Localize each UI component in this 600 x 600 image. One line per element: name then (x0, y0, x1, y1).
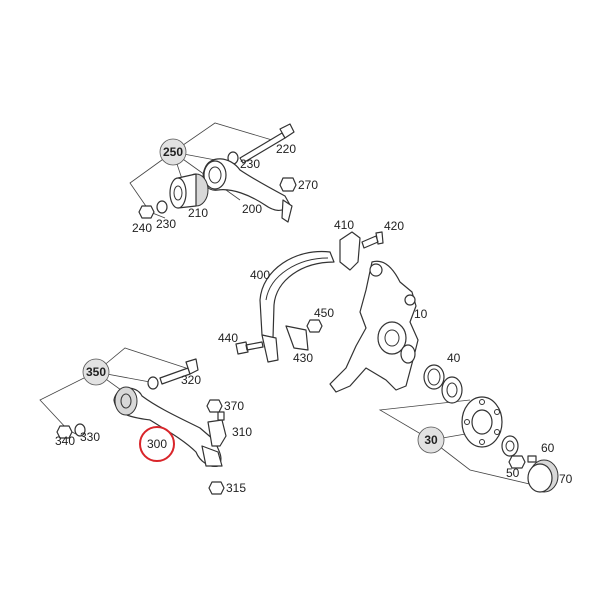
label-340[interactable]: 340 (55, 434, 75, 448)
washer-330-bottom[interactable] (74, 423, 86, 437)
label-370[interactable]: 370 (224, 399, 244, 413)
label-220[interactable]: 220 (276, 142, 296, 156)
label-320[interactable]: 320 (181, 373, 201, 387)
label-270[interactable]: 270 (298, 178, 318, 192)
wheel-hub[interactable] (461, 396, 503, 448)
dust-shield-400[interactable] (259, 250, 335, 339)
label-315[interactable]: 315 (226, 481, 246, 495)
ball-joint-310[interactable] (207, 411, 227, 447)
label-450[interactable]: 450 (314, 306, 334, 320)
dust-cap-70[interactable] (527, 459, 559, 493)
label-440[interactable]: 440 (218, 331, 238, 345)
label-230-bottom[interactable]: 230 (156, 217, 176, 231)
bracket-410[interactable] (339, 231, 361, 271)
label-420[interactable]: 420 (384, 219, 404, 233)
label-410[interactable]: 410 (334, 218, 354, 232)
label-70[interactable]: 70 (559, 472, 573, 486)
label-40[interactable]: 40 (447, 351, 461, 365)
label-310[interactable]: 310 (232, 425, 252, 439)
group-badge-30[interactable] (417, 426, 445, 454)
washer-330-top[interactable] (147, 376, 159, 390)
lower-arm-group: 350 320 370 310 330 340 315 300 (39, 347, 252, 495)
nut-340[interactable] (56, 425, 73, 439)
label-50[interactable]: 50 (506, 466, 520, 480)
nut-270[interactable] (279, 177, 297, 192)
label-300[interactable]: 300 (147, 437, 167, 451)
seal-ring-40[interactable] (423, 364, 445, 390)
label-200[interactable]: 200 (242, 202, 262, 216)
label-430[interactable]: 430 (293, 351, 313, 365)
bolt-420[interactable] (361, 231, 384, 249)
label-240[interactable]: 240 (132, 221, 152, 235)
knuckle-group: 410 420 400 430 450 440 10 40 (218, 218, 461, 393)
steering-knuckle-10[interactable] (329, 260, 419, 393)
nut-240[interactable] (138, 205, 155, 219)
group-label-250: 250 (163, 145, 183, 159)
hub-group: 30 60 50 70 (378, 376, 573, 493)
label-10[interactable]: 10 (414, 307, 428, 321)
screw-60[interactable] (527, 455, 537, 463)
group-label-350: 350 (86, 365, 106, 379)
wheel-bearing[interactable] (441, 376, 463, 404)
hub-ring[interactable] (501, 435, 519, 457)
bolt-220[interactable] (239, 123, 295, 164)
highlight-circle-300[interactable] (139, 426, 175, 462)
label-60[interactable]: 60 (541, 441, 555, 455)
nut-450[interactable] (306, 319, 323, 333)
nut-50[interactable] (508, 455, 526, 469)
washer-230-bottom[interactable] (156, 200, 168, 214)
bolt-320[interactable] (159, 358, 199, 385)
label-230-top[interactable]: 230 (240, 157, 260, 171)
label-210[interactable]: 210 (188, 206, 208, 220)
group-badge-250[interactable] (159, 138, 187, 166)
nut-315[interactable] (208, 481, 225, 495)
bushing-210[interactable] (169, 173, 209, 209)
group-badge-350[interactable] (82, 358, 110, 386)
label-330[interactable]: 330 (80, 430, 100, 444)
upper-arm-group: 250 220 230 270 200 210 230 240 (129, 122, 318, 235)
group-label-30: 30 (424, 433, 438, 447)
nut-370[interactable] (206, 399, 223, 413)
bracket-430[interactable] (285, 325, 309, 351)
bolt-440[interactable] (235, 341, 264, 355)
label-400[interactable]: 400 (250, 268, 270, 282)
